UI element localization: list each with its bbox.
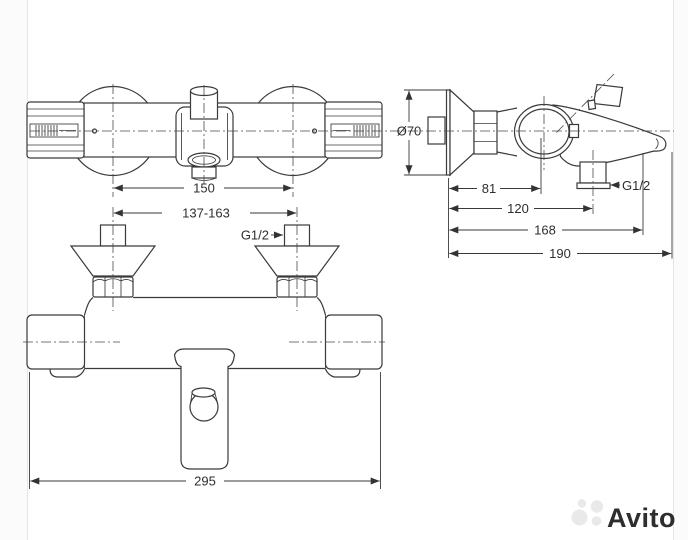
handle-left-front [26, 314, 86, 378]
dim-295: 295 [29, 372, 381, 489]
callout-g12-front: G1/2 [241, 228, 283, 243]
top-view [26, 85, 383, 181]
centerlines [23, 73, 674, 343]
handle-left-top-view [26, 101, 85, 159]
avito-watermark-text: Avito [607, 503, 676, 533]
cone-escutcheon-side [449, 88, 475, 177]
callout-g12-side: G1/2 [610, 178, 650, 193]
g12-side-label: G1/2 [622, 178, 650, 193]
dim-190-label: 190 [549, 246, 571, 261]
dim-168-label: 168 [534, 223, 556, 238]
photo-margin-right [674, 0, 688, 540]
photo-margin-left [0, 0, 27, 540]
avito-logo-icon [571, 499, 604, 526]
dim-137-163-label: 137-163 [182, 206, 230, 221]
dim-295-label: 295 [194, 474, 216, 489]
dim-dia70: Ø70 [397, 89, 451, 176]
dim-depths: 81 120 168 190 [448, 138, 673, 261]
dim-168: 168 [449, 223, 643, 238]
dimensions: 150 137-163 G1/2 295 Ø70 [29, 89, 673, 489]
spout-side [552, 104, 667, 167]
dim-150-label: 150 [193, 181, 215, 196]
dim-81-label: 81 [482, 181, 496, 196]
dim-dia70-label: Ø70 [397, 124, 422, 139]
dim-120-label: 120 [507, 201, 529, 216]
handle-lever-tab-left [49, 368, 86, 378]
wall-threaded-pipe-side [427, 116, 446, 145]
avito-watermark: Avito [571, 499, 676, 533]
handle-right-top-view [324, 101, 383, 159]
spout-front [173, 348, 236, 470]
handle-lever-tab-right [324, 368, 361, 378]
dim-81: 81 [449, 181, 541, 196]
dim-150: 150 [113, 181, 293, 196]
g12-front-label: G1/2 [241, 228, 269, 243]
union-nut-side [473, 110, 498, 155]
dim-190: 190 [449, 246, 672, 261]
diverter-assembly-top-view [175, 85, 234, 181]
front-view [26, 224, 383, 470]
dim-120: 120 [449, 201, 593, 216]
handle-right-front [324, 314, 383, 378]
side-view [427, 83, 667, 190]
shower-outlet-side [592, 83, 624, 108]
dim-137-163: 137-163 [113, 206, 297, 221]
